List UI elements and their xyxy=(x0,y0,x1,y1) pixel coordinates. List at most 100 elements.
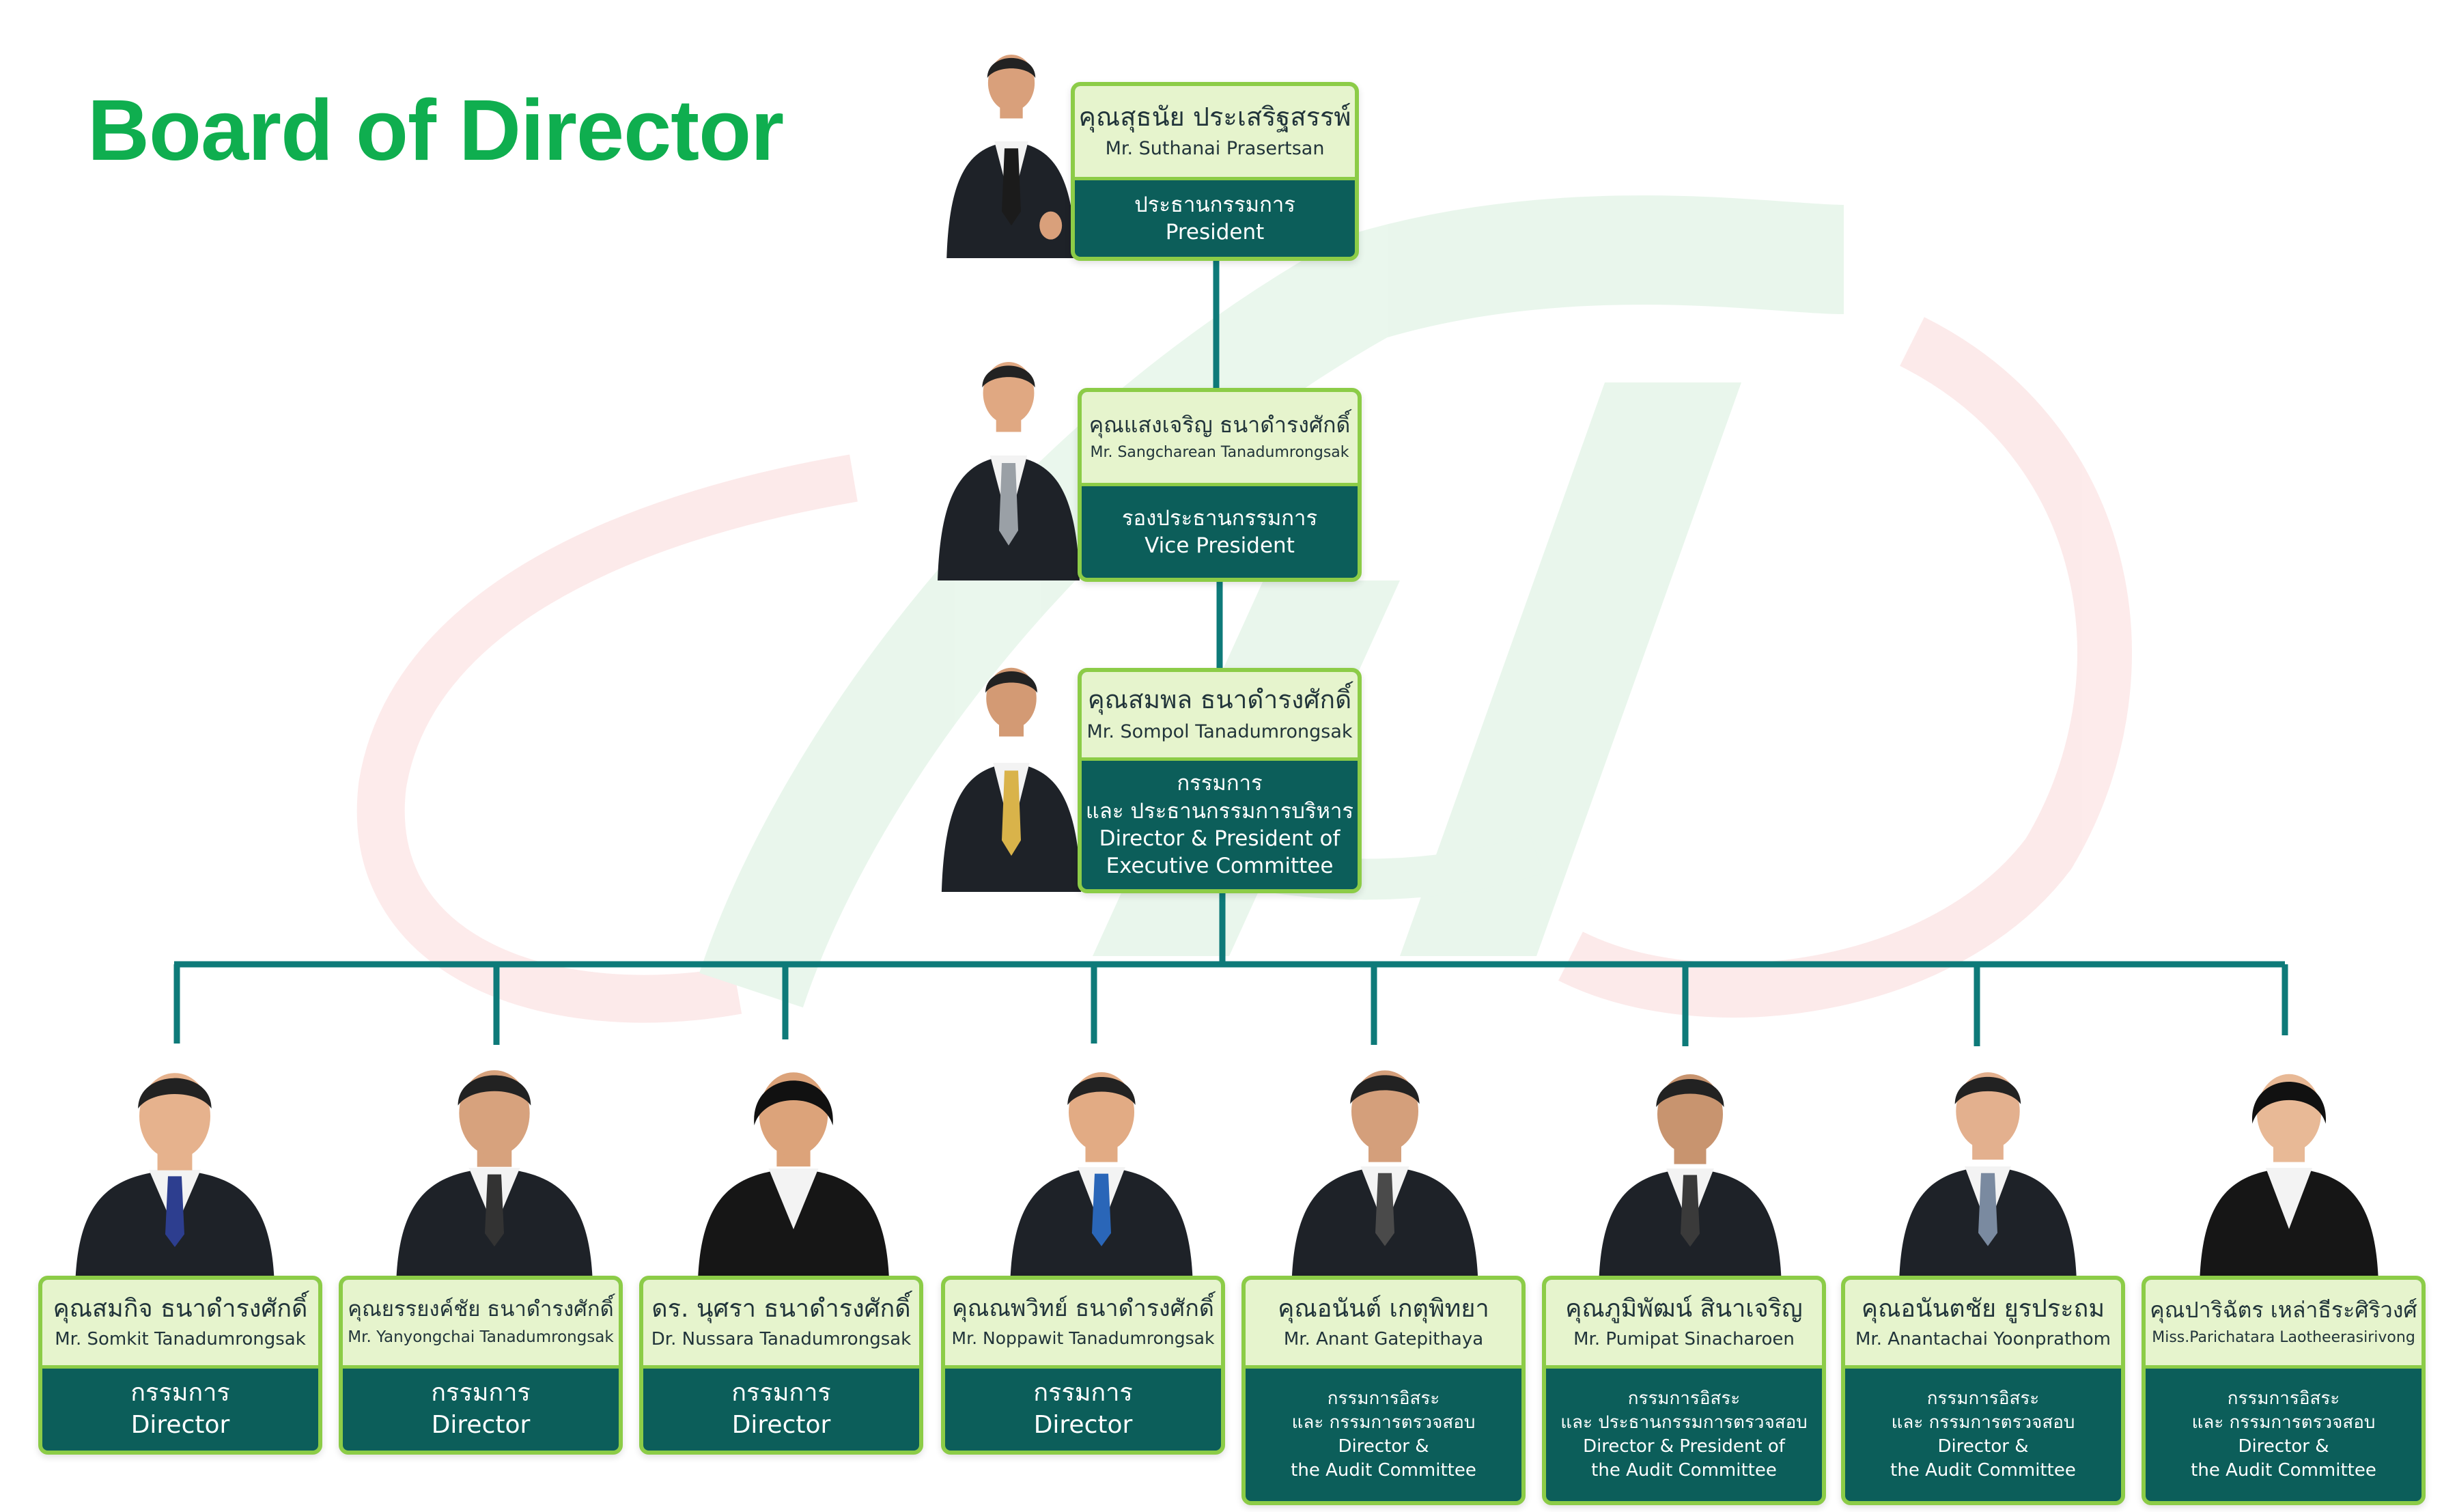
name-thai: คุณอนันต์ เกตุพิทยา xyxy=(1278,1294,1489,1323)
role-line: Director & xyxy=(2238,1436,2329,1457)
name-thai: คุณยรรยงค์ชัย ธนาดำรงศักดิ์ xyxy=(348,1297,614,1322)
name-english: Miss.Parichatara Laotheerasirivong xyxy=(2152,1329,2415,1347)
name-panel: คุณสุธนัย ประเสริฐสรรพ์ Mr. Suthanai Pras… xyxy=(1075,86,1355,180)
name-thai: คุณสุธนัย ประเสริฐสรรพ์ xyxy=(1078,101,1351,132)
name-thai: คุณณพวิทย์ ธนาดำรงศักดิ์ xyxy=(952,1295,1214,1323)
role-line: กรรมการอิสระ xyxy=(1627,1388,1741,1409)
name-thai: คุณปาริฉัตร เหล่าธีระศิริวงศ์ xyxy=(2150,1297,2417,1324)
name-english: Mr. Anantachai Yoonprathom xyxy=(1855,1328,2111,1349)
director-1-card: คุณสมกิจ ธนาดำรงศักดิ์ Mr. Somkit Tanadum… xyxy=(38,1276,322,1455)
role-line: กรรมการ xyxy=(431,1379,531,1408)
director-2-card: คุณยรรยงค์ชัย ธนาดำรงศักดิ์ Mr. Yanyongch… xyxy=(339,1276,623,1455)
name-panel: คุณอนันต์ เกตุพิทยา Mr. Anant Gatepithaya xyxy=(1246,1280,1521,1369)
director-6-card: คุณภูมิพัฒน์ สินาเจริญ Mr. Pumipat Sinach… xyxy=(1542,1276,1826,1505)
name-panel: ดร. นุศรา ธนาดำรงศักดิ์ Dr. Nussara Tanad… xyxy=(643,1280,919,1369)
name-english: Mr. Noppawit Tanadumrongsak xyxy=(951,1328,1215,1349)
director-3-card: ดร. นุศรา ธนาดำรงศักดิ์ Dr. Nussara Tanad… xyxy=(639,1276,923,1455)
role-line: และ ประธานกรรมการตรวจสอบ xyxy=(1560,1412,1808,1433)
executive-2-photo xyxy=(931,331,1086,580)
role-line: Vice President xyxy=(1145,533,1295,558)
executive-3-card: คุณสมพล ธนาดำรงศักดิ์ Mr. Sompol Tanadumr… xyxy=(1078,668,1362,893)
role-panel: กรรมการ Director xyxy=(945,1369,1221,1451)
director-5-card: คุณอนันต์ เกตุพิทยา Mr. Anant Gatepithaya… xyxy=(1241,1276,1526,1505)
name-thai: คุณสมพล ธนาดำรงศักดิ์ xyxy=(1087,685,1352,715)
name-english: Mr. Sompol Tanadumrongsak xyxy=(1086,720,1353,742)
role-panel: ประธานกรรมการ President xyxy=(1075,180,1355,257)
role-line: กรรมการ xyxy=(1033,1379,1133,1408)
role-panel: กรรมการอิสระและ กรรมการตรวจสอบ Director &… xyxy=(1246,1369,1521,1501)
role-line: Director xyxy=(431,1411,531,1439)
director-8-photo xyxy=(2192,1059,2386,1277)
name-english: Mr. Pumipat Sinacharoen xyxy=(1573,1328,1795,1349)
director-7-photo xyxy=(1892,1056,2084,1277)
director-8-card: คุณปาริฉัตร เหล่าธีระศิริวงศ์ Miss.Parich… xyxy=(2142,1276,2426,1505)
role-line: และ กรรมการตรวจสอบ xyxy=(1891,1412,2075,1433)
role-line: ประธานกรรมการ xyxy=(1134,192,1295,217)
name-thai: คุณสมกิจ ธนาดำรงศักดิ์ xyxy=(53,1294,308,1323)
director-3-photo xyxy=(690,1060,897,1277)
role-line: กรรมการอิสระ xyxy=(1327,1388,1440,1409)
role-line: รองประธานกรรมการ xyxy=(1121,505,1318,531)
role-line: Executive Committee xyxy=(1106,854,1334,879)
role-line: the Audit Committee xyxy=(1291,1460,1476,1481)
role-line: และ กรรมการตรวจสอบ xyxy=(2191,1412,2376,1433)
role-line: Director xyxy=(1033,1411,1133,1439)
role-line: Director xyxy=(731,1411,831,1439)
role-line: President xyxy=(1165,220,1265,244)
director-4-card: คุณณพวิทย์ ธนาดำรงศักดิ์ Mr. Noppawit Tan… xyxy=(941,1276,1225,1455)
role-line: กรรมการอิสระ xyxy=(1926,1388,2040,1409)
role-line: และ กรรมการตรวจสอบ xyxy=(1291,1412,1476,1433)
director-7-card: คุณอนันตชัย ยูรประถม Mr. Anantachai Yoonp… xyxy=(1841,1276,2125,1505)
role-panel: กรรมการอิสระและ กรรมการตรวจสอบ Director &… xyxy=(2146,1369,2421,1501)
director-4-photo xyxy=(1002,1057,1201,1277)
director-1-photo xyxy=(67,1063,283,1277)
name-english: Mr. Somkit Tanadumrongsak xyxy=(55,1328,306,1349)
page-title: Board of Director xyxy=(87,82,784,178)
role-line: Director & xyxy=(1338,1436,1429,1457)
name-english: Mr. Sangcharean Tanadumrongsak xyxy=(1090,444,1349,462)
name-panel: คุณแสงเจริญ ธนาดำรงศักดิ์ Mr. Sangcharean… xyxy=(1082,392,1358,486)
role-line: Director xyxy=(130,1411,230,1439)
executive-1-card: คุณสุธนัย ประเสริฐสรรพ์ Mr. Suthanai Pras… xyxy=(1071,82,1359,261)
role-line: Director & President of xyxy=(1099,826,1340,851)
role-panel: กรรมการ Director xyxy=(42,1369,318,1451)
role-panel: กรรมการอิสระและ กรรมการตรวจสอบ Director &… xyxy=(1845,1369,2121,1501)
role-line: กรรมการ xyxy=(130,1379,230,1408)
name-thai: ดร. นุศรา ธนาดำรงศักดิ์ xyxy=(651,1294,911,1323)
role-line: Director & President of xyxy=(1583,1436,1785,1457)
role-panel: กรรมการ Director xyxy=(343,1369,619,1451)
executive-1-photo xyxy=(941,25,1082,258)
name-english: Mr. Anant Gatepithaya xyxy=(1283,1328,1484,1349)
director-2-photo xyxy=(388,1059,601,1277)
role-line: Director & xyxy=(1937,1436,2029,1457)
name-panel: คุณยรรยงค์ชัย ธนาดำรงศักดิ์ Mr. Yanyongch… xyxy=(343,1280,619,1369)
name-panel: คุณปาริฉัตร เหล่าธีระศิริวงศ์ Miss.Parich… xyxy=(2146,1280,2421,1369)
role-line: กรรมการอิสระ xyxy=(2227,1388,2340,1409)
role-panel: กรรมการ Director xyxy=(643,1369,919,1451)
name-english: Mr. Suthanai Prasertsan xyxy=(1105,138,1325,160)
name-panel: คุณอนันตชัย ยูรประถม Mr. Anantachai Yoonp… xyxy=(1845,1280,2121,1369)
role-panel: กรรมการอิสระและ ประธานกรรมการตรวจสอบ Dire… xyxy=(1546,1369,1822,1501)
name-english: Dr. Nussara Tanadumrongsak xyxy=(651,1328,912,1349)
executive-2-card: คุณแสงเจริญ ธนาดำรงศักดิ์ Mr. Sangcharean… xyxy=(1078,388,1362,582)
role-line: กรรมการ xyxy=(1177,771,1263,796)
role-line: และ ประธานกรรมการบริหาร xyxy=(1085,798,1354,824)
name-english: Mr. Yanyongchai Tanadumrongsak xyxy=(348,1328,614,1346)
name-panel: คุณสมกิจ ธนาดำรงศักดิ์ Mr. Somkit Tanadum… xyxy=(42,1280,318,1369)
role-line: the Audit Committee xyxy=(2191,1460,2376,1481)
name-panel: คุณภูมิพัฒน์ สินาเจริญ Mr. Pumipat Sinach… xyxy=(1546,1280,1822,1369)
executive-3-photo xyxy=(936,634,1087,892)
name-thai: คุณแสงเจริญ ธนาดำรงศักดิ์ xyxy=(1089,412,1351,438)
role-line: the Audit Committee xyxy=(1591,1460,1777,1481)
director-5-photo xyxy=(1284,1056,1486,1277)
name-thai: คุณภูมิพัฒน์ สินาเจริญ xyxy=(1565,1294,1803,1323)
name-panel: คุณสมพล ธนาดำรงศักดิ์ Mr. Sompol Tanadumr… xyxy=(1082,672,1358,761)
director-6-photo xyxy=(1591,1060,1789,1277)
role-line: the Audit Committee xyxy=(1890,1460,2076,1481)
name-panel: คุณณพวิทย์ ธนาดำรงศักดิ์ Mr. Noppawit Tan… xyxy=(945,1280,1221,1369)
role-line: กรรมการ xyxy=(731,1379,831,1408)
name-thai: คุณอนันตชัย ยูรประถม xyxy=(1861,1294,2105,1323)
